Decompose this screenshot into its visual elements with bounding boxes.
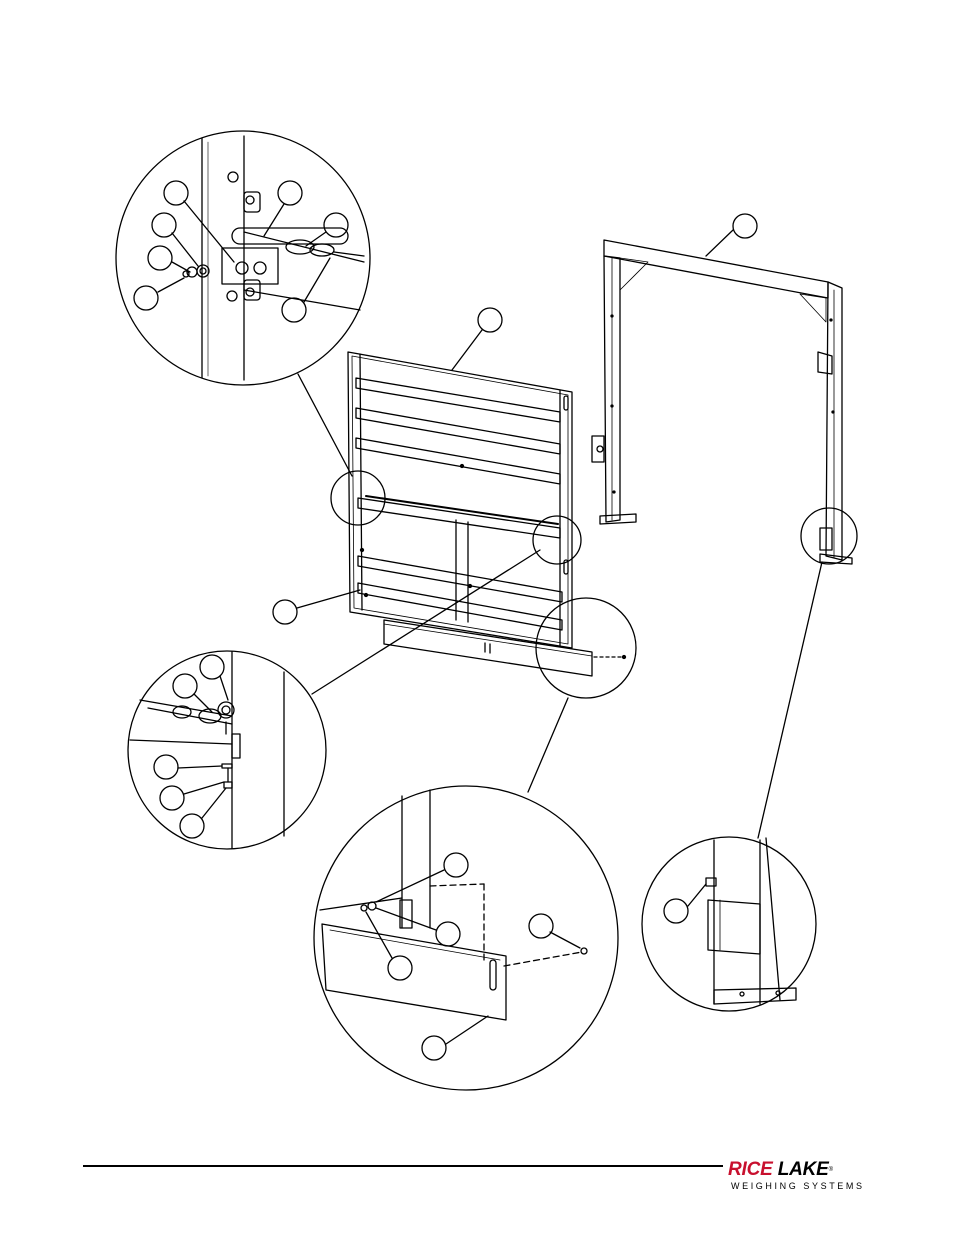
leader-detail-a [298, 374, 352, 476]
detail-middle-left [128, 651, 326, 849]
registered-mark: ® [829, 1167, 833, 1173]
leader-detail-b [312, 550, 540, 694]
detail-bottom-right [642, 837, 816, 1011]
rice-lake-logo: RICE LAKE® WEIGHING SYSTEMS [728, 1160, 868, 1194]
gate-panel [348, 352, 626, 676]
callout-balloons [134, 181, 757, 1060]
leader-detail-d [758, 562, 822, 838]
detail-bottom-center [314, 786, 618, 1090]
leader-detail-c [528, 698, 568, 792]
logo-wordmark: RICE LAKE [728, 1160, 829, 1179]
logo-subtitle: WEIGHING SYSTEMS [731, 1181, 865, 1191]
detail-top-left [116, 131, 370, 385]
callout-circle-c [536, 598, 636, 698]
gate-frame [592, 240, 852, 564]
footer-divider [83, 1165, 723, 1167]
